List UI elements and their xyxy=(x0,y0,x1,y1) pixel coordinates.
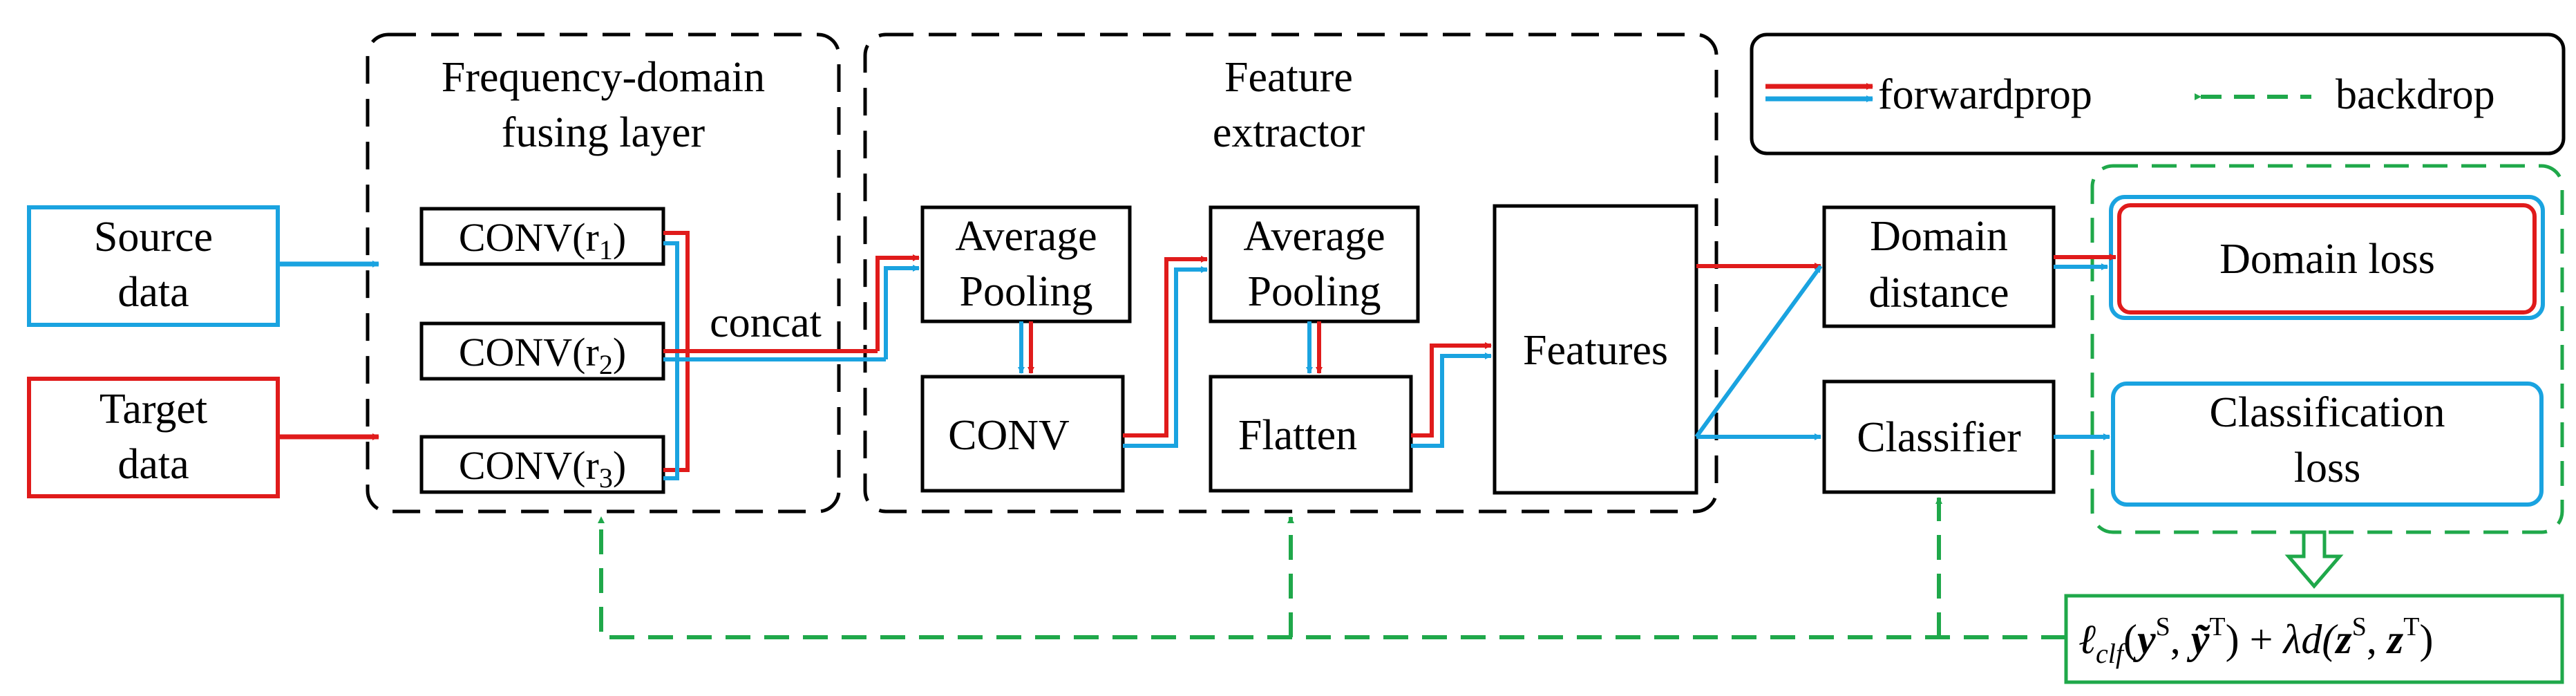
conv-r2-box xyxy=(419,321,665,381)
target-data-label-line1: Target xyxy=(100,386,207,433)
conv-r1-output-blue xyxy=(663,241,679,359)
classifier-box xyxy=(1822,379,2056,494)
fusing-layer-title-line1: Frequency-domain xyxy=(442,54,765,101)
loss-group xyxy=(2090,164,2564,534)
feature-extractor-title-line1: Feature xyxy=(1224,54,1353,101)
classifier-label: Classifier xyxy=(1857,414,2021,461)
flatten-to-features-red xyxy=(1411,342,1492,438)
loss-to-objective-arrow xyxy=(2284,530,2344,589)
feature-extractor-group xyxy=(863,32,1718,514)
conv-r3-output-red xyxy=(663,351,690,472)
conv-r1-output-red xyxy=(663,231,690,351)
source-data-label-line2: data xyxy=(117,269,189,316)
conv-to-avgpool2-blue xyxy=(1123,266,1208,448)
conv-r1-label: CONV(r1) xyxy=(459,215,626,265)
conv-r3-output-blue xyxy=(663,359,679,480)
concat-to-avgpool1-blue xyxy=(884,265,920,359)
features-to-domain-distance-blue xyxy=(1694,265,1823,438)
conv-r3-box xyxy=(419,435,665,494)
conv-r1-box xyxy=(419,207,665,266)
classification-loss-label-line2: loss xyxy=(2294,444,2360,491)
source-data-box xyxy=(27,205,280,327)
avgpool2-label-line2: Pooling xyxy=(1248,268,1381,315)
source-data-label-line1: Source xyxy=(94,214,213,261)
avgpool1-label-line2: Pooling xyxy=(960,268,1093,315)
fusing-layer-group xyxy=(366,32,841,514)
legend-forward-label: forwardprop xyxy=(1878,71,2092,118)
classification-loss-box xyxy=(2111,382,2544,507)
conv-r2-label: CONV(r2) xyxy=(459,330,626,380)
objective-box xyxy=(2064,594,2564,684)
target-data-box xyxy=(27,377,280,498)
features-box xyxy=(1493,204,1698,495)
conv-r3-label: CONV(r3) xyxy=(459,443,626,493)
avgpool2-box xyxy=(1209,205,1420,323)
flatten-to-features-blue xyxy=(1411,352,1492,448)
classification-loss-label-line1: Classification xyxy=(2210,389,2445,436)
backprop-main-line xyxy=(598,516,2066,639)
flatten-box xyxy=(1209,375,1413,493)
objective-formula: ℓclf(yS, ỹT) + λd(zS, zT) xyxy=(2078,612,2433,669)
avgpool1-label-line1: Average xyxy=(955,213,1097,260)
target-data-label-line2: data xyxy=(117,441,189,488)
conv-label: CONV xyxy=(948,412,1070,459)
domain-distance-label-line1: Domain xyxy=(1870,213,2008,260)
flatten-label: Flatten xyxy=(1238,412,1357,459)
legend-box xyxy=(1750,32,2566,156)
conv-to-avgpool2-red xyxy=(1123,256,1208,438)
domain-loss-box-red xyxy=(2117,203,2537,314)
avgpool1-box xyxy=(920,205,1132,323)
feature-extractor-title-line2: extractor xyxy=(1213,109,1365,156)
fusing-layer-title-line2: fusing layer xyxy=(502,109,705,156)
avgpool2-label-line1: Average xyxy=(1243,213,1385,260)
concat-label: concat xyxy=(710,299,822,346)
legend-backward-label: backdrop xyxy=(2336,71,2495,118)
domain-distance-label-line2: distance xyxy=(1868,270,2009,317)
concat-to-avgpool1-red xyxy=(875,254,920,351)
domain-loss-label: Domain loss xyxy=(2219,236,2435,283)
conv-box xyxy=(920,375,1125,493)
features-label: Features xyxy=(1523,327,1668,374)
